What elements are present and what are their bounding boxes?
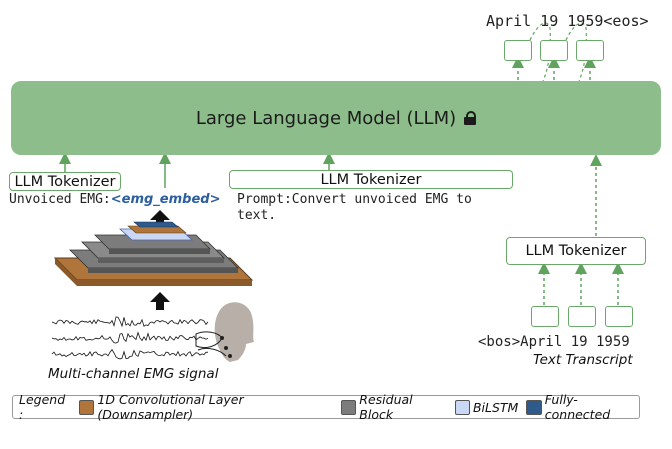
prompt-line-1: Prompt:Convert unvoiced EMG to [237, 192, 472, 207]
left-llm-tokenizer: LLM Tokenizer [9, 172, 121, 191]
loop-1 [529, 22, 551, 89]
encoder-stack [53, 221, 254, 286]
legend-swatch-conv [79, 399, 95, 415]
loop-2 [565, 22, 587, 89]
output-transcript: April 19 1959<eos> [486, 12, 649, 30]
legend-swatch-residual [340, 399, 357, 415]
output-token-box-2 [540, 40, 568, 61]
prompt-text: Prompt:Convert unvoiced EMG to text. [237, 192, 472, 224]
output-token-box-3 [576, 40, 604, 61]
signal-up-arrow [150, 292, 170, 310]
prompt-line-2: text. [237, 208, 277, 223]
input-transcript: <bos>April 19 1959 [478, 334, 630, 350]
legend-title: Legend : [19, 392, 66, 422]
encoder-up-arrow [150, 210, 170, 226]
input-token-box-3 [605, 306, 633, 327]
legend-swatch-fc [526, 399, 542, 415]
emg-signal-caption: Multi-channel EMG signal [48, 366, 219, 382]
input-token-box-2 [568, 306, 596, 327]
head-icon [195, 302, 254, 362]
llm-title: Large Language Model (LLM) [195, 107, 457, 129]
middle-llm-tokenizer: LLM Tokenizer [229, 170, 513, 189]
input-token-box-1 [531, 306, 559, 327]
unvoiced-emg-line: Unvoiced EMG:<emg_embed> [9, 192, 221, 207]
legend-label-bilstm: BiLSTM [472, 399, 519, 415]
legend-label-fc: Fully-connected [544, 392, 611, 422]
legend-swatch-bilstm [454, 399, 470, 415]
emg-embed-token: <emg_embed> [110, 192, 221, 207]
lock-icon [464, 111, 477, 125]
emg-signals [51, 316, 209, 360]
output-token-box-1 [504, 40, 532, 61]
legend: Legend : 1D Convolutional Layer (Downsam… [12, 392, 640, 422]
right-llm-tokenizer: LLM Tokenizer [506, 237, 646, 265]
unvoiced-prefix: Unvoiced EMG: [9, 192, 111, 207]
text-transcript-caption: Text Transcript [533, 352, 633, 368]
legend-label-residual: Residual Block [359, 392, 413, 422]
llm-block: Large Language Model (LLM) [11, 81, 661, 155]
legend-label-conv: 1D Convolutional Layer (Downsampler) [97, 392, 244, 422]
